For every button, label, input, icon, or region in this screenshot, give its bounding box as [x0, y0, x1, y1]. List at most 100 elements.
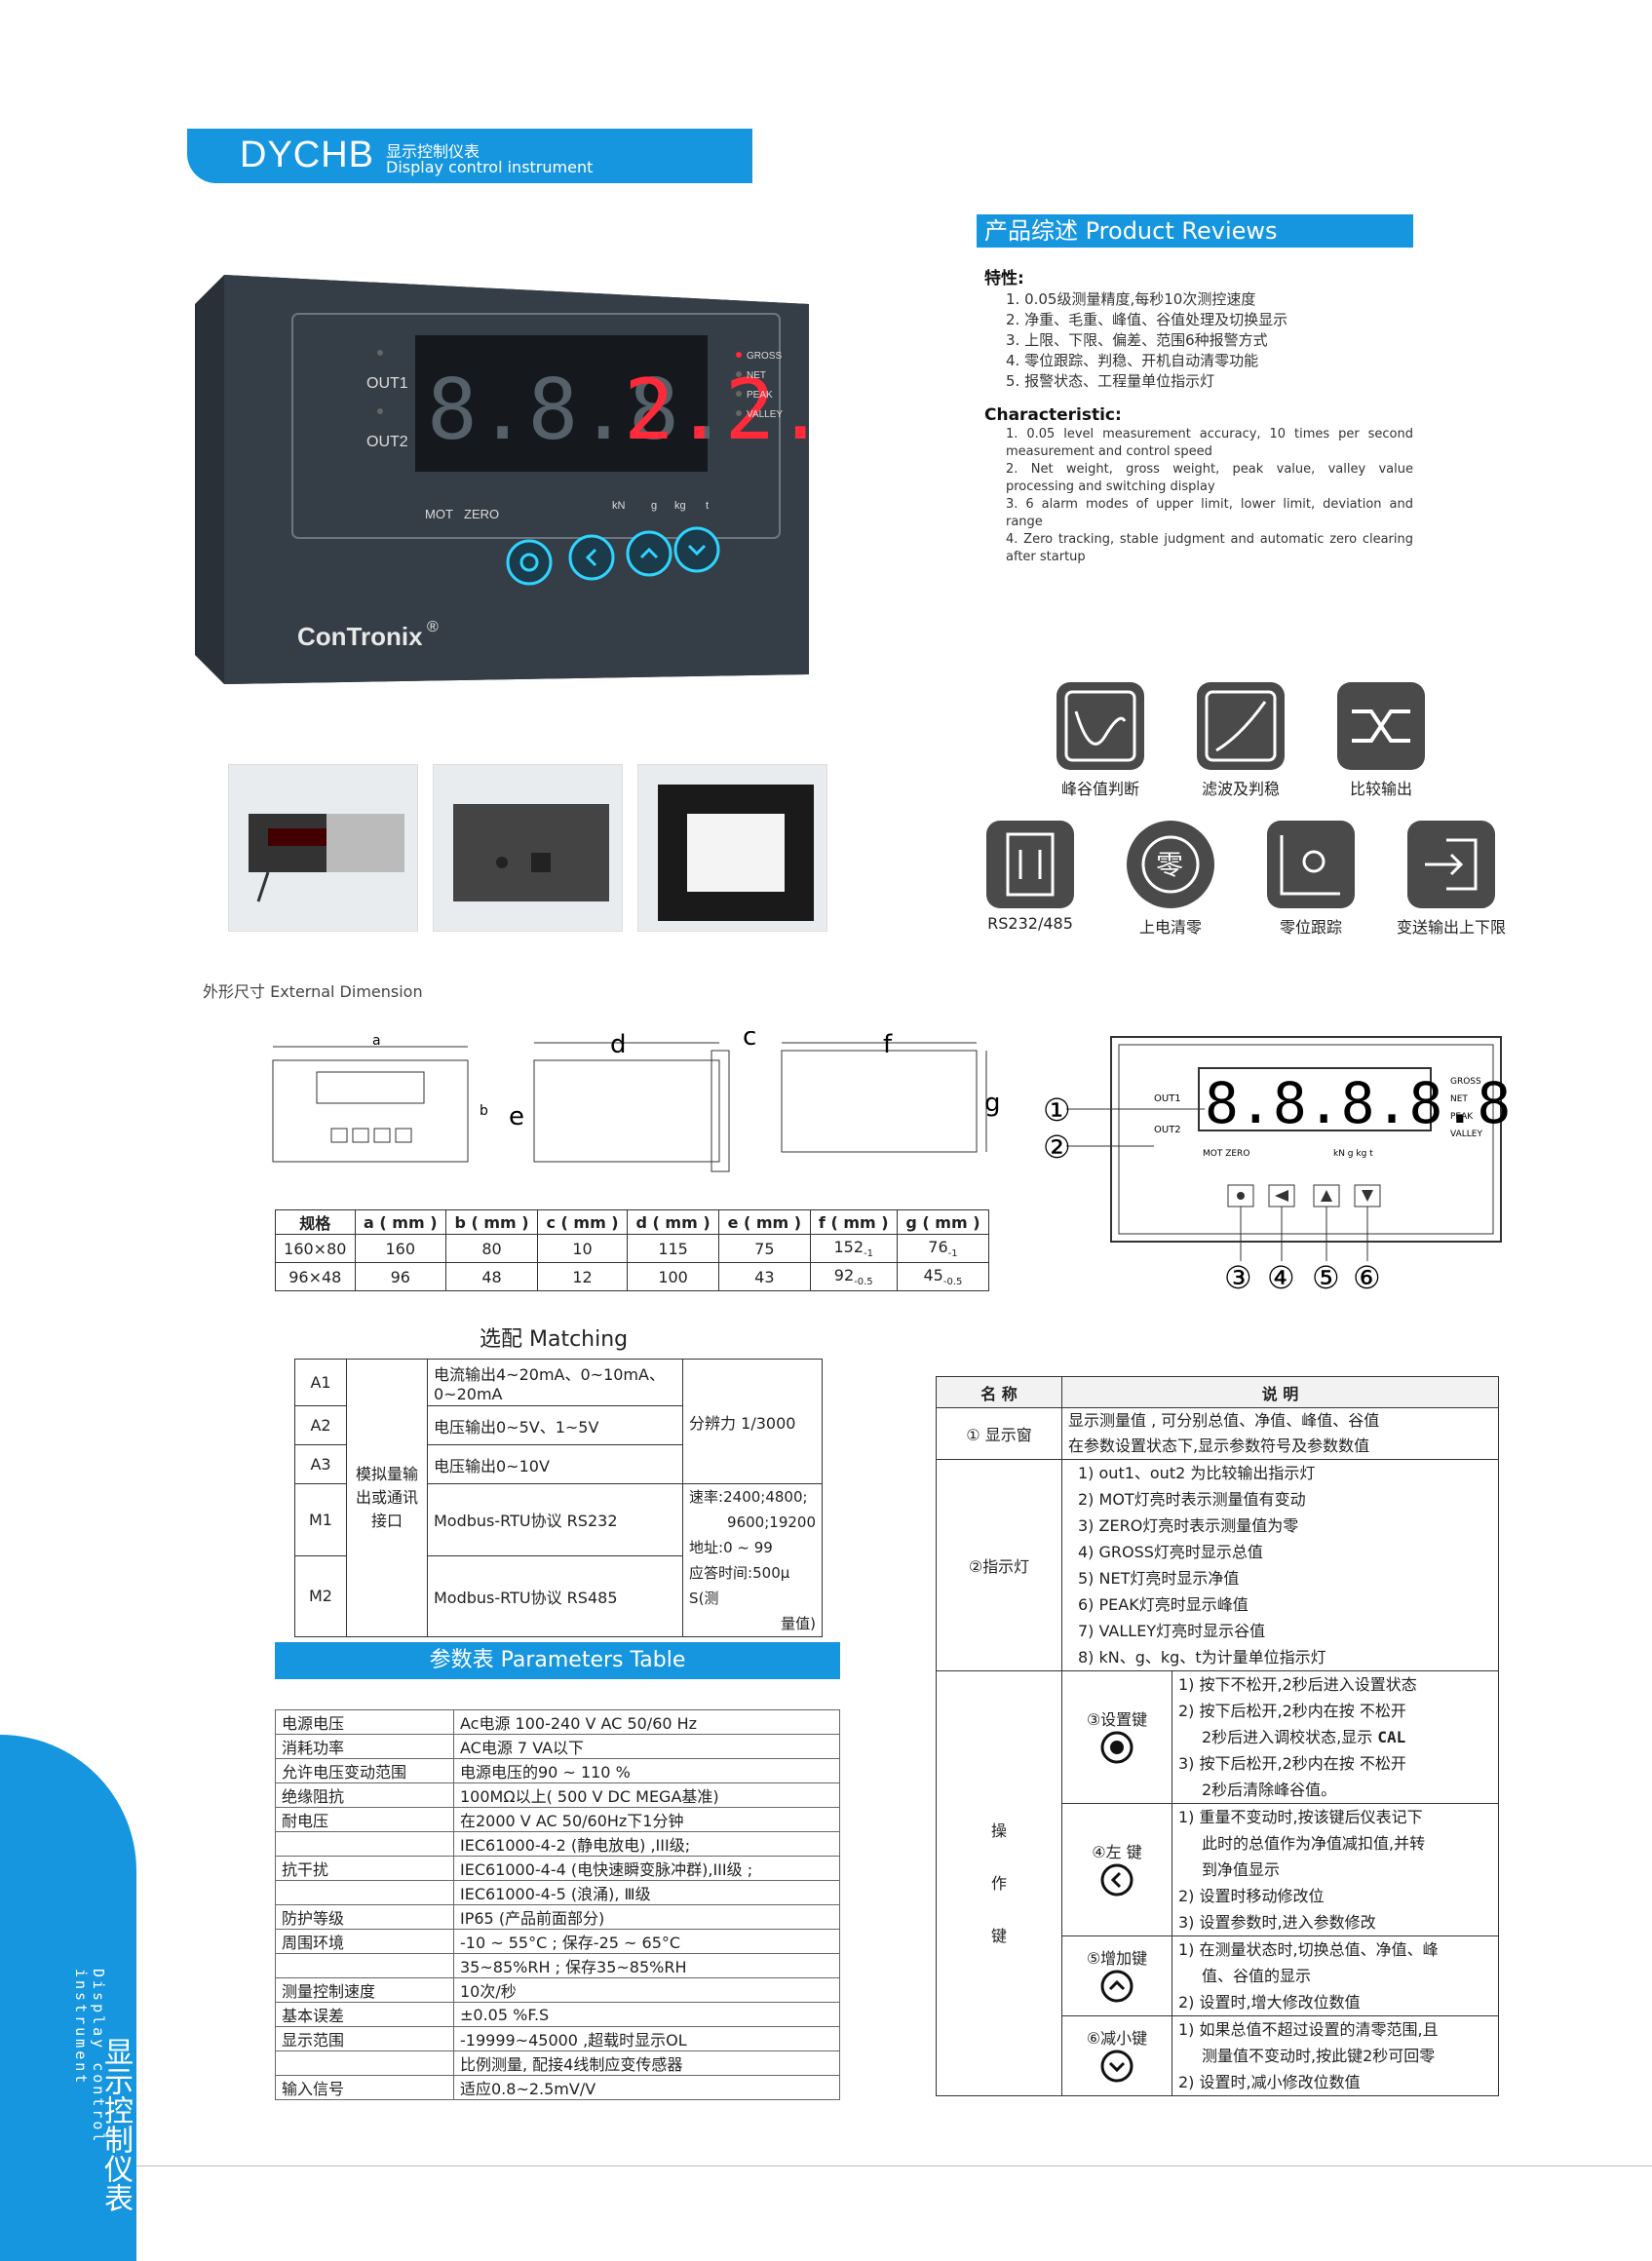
peak-valley-icon — [1057, 682, 1144, 770]
desc-line: 5) NET灯亮时显示净值 — [1078, 1569, 1240, 1588]
table-cell: 抗干扰 — [275, 1856, 454, 1881]
svg-text:零: 零 — [1156, 849, 1183, 881]
table-cell: 绝缘阻抗 — [275, 1782, 454, 1808]
desc-line: 2) 设置时,增大修改位数值 — [1178, 1993, 1361, 2012]
table-cell: 43 — [718, 1262, 811, 1291]
table-cell: IP65 (产品前面部分) — [453, 1904, 840, 1930]
set-key-icon — [1100, 1731, 1133, 1763]
table-row: 显示范围-19999~45000 ,超载时显示OL — [275, 2026, 840, 2051]
callout-3: ③ — [1224, 1259, 1252, 1296]
desc-k3-name: ③设置键 — [1086, 1709, 1148, 1729]
device-unit-kn: kN — [612, 500, 626, 512]
table-cell — [275, 1831, 454, 1857]
table-cell: 160 — [354, 1234, 446, 1263]
desc-line: 1) 按下不松开,2秒后进入设置状态 — [1178, 1675, 1417, 1694]
thumbnail-desktop — [228, 764, 418, 932]
table-cell: 比例测量, 配接4线制应变传感器 — [453, 2050, 840, 2076]
dim-header-f: f ( mm ) — [809, 1209, 898, 1235]
dim-header-c: c ( mm ) — [537, 1209, 629, 1235]
table-cell: 电源电压的90 ~ 110 % — [453, 1758, 840, 1783]
table-cell: IEC61000-4-2 (静电放电) ,III级; — [453, 1831, 840, 1857]
device-unit-t: t — [706, 500, 709, 512]
panel-diagram: 8.8.8.8.8. OUT1 OUT2 MOT ZERO GROSS NET … — [1033, 1033, 1545, 1296]
callout-2: ② — [1043, 1129, 1071, 1166]
panel-led-peak: PEAK — [1450, 1112, 1474, 1122]
feature-5: 5. 报警状态、工程量单位指示灯 — [1006, 372, 1215, 390]
table-cell: 基本误差 — [275, 2002, 454, 2027]
desc-line: 2秒后进入调校状态,显示 — [1202, 1728, 1373, 1746]
desc-line: 2) 设置时,减小修改位数值 — [1178, 2073, 1361, 2091]
side-tab: 显示控制仪表 Display control instrument — [0, 1735, 136, 2261]
desc-line: 2) MOT灯亮时表示测量值有变动 — [1078, 1490, 1306, 1509]
table-cell: A3 — [294, 1444, 347, 1484]
dim-header-d: d ( mm ) — [627, 1209, 720, 1235]
characteristic-title: Characteristic: — [984, 405, 1122, 425]
table-cell: 45-0.5 — [896, 1262, 990, 1291]
table-cell: 152-1 — [809, 1234, 898, 1263]
dim-letter-c: c — [743, 1031, 756, 1052]
table-cell: 48 — [444, 1262, 539, 1291]
table-cell: 100MΩ以上( 500 V DC MEGA基准) — [453, 1782, 840, 1808]
callout-5: ⑤ — [1312, 1259, 1340, 1296]
dim-letter-f: f — [883, 1031, 893, 1059]
desc-line: 3) 按下后松开,2秒内在按 不松开 — [1178, 1754, 1406, 1773]
desc-line: 在参数设置状态下,显示参数符号及参数数值 — [1068, 1437, 1370, 1455]
zero-tracking-icon — [1267, 821, 1355, 908]
table-row: 允许电压变动范围电源电压的90 ~ 110 % — [275, 1758, 840, 1783]
table-cell: 115 — [627, 1234, 720, 1263]
table-cell — [275, 2050, 454, 2076]
down-key-icon — [1100, 2050, 1133, 2082]
power-zero-icon: 零 — [1127, 821, 1214, 908]
desc-k4-name: ④左 键 — [1092, 1842, 1142, 1861]
dimension-title: 外形尺寸 External Dimension — [203, 982, 423, 1001]
features-block: 特性: 1. 0.05级测量精度,每秒10次测控速度 2. 净重、毛重、峰值、谷… — [984, 269, 1413, 566]
bottom-rule — [136, 2165, 1652, 2166]
dimension-table: 规格 a ( mm ) b ( mm ) c ( mm ) d ( mm ) e… — [275, 1209, 990, 1291]
description-table: 名 称 说 明 ① 显示窗 显示测量值 , 可分别总值、净值、峰值、谷值在参数设… — [936, 1376, 1499, 2096]
icon-label-filter: 滤波及判稳 — [1201, 780, 1280, 798]
device-led-peak: PEAK — [747, 390, 773, 401]
left-key-icon — [1100, 1863, 1133, 1896]
desc-r1-name: ① 显示窗 — [936, 1407, 1062, 1460]
table-cell: 100 — [627, 1262, 720, 1291]
matching-note-a: 分辨力 1/3000 — [682, 1359, 823, 1484]
table-cell: 76-1 — [896, 1234, 990, 1263]
table-cell: 10 — [537, 1234, 629, 1263]
transmit-icon — [1407, 821, 1495, 908]
table-row: 输入信号适应0.8~2.5mV/V — [275, 2075, 840, 2100]
filter-icon — [1197, 682, 1285, 770]
device-photo: OUT1 OUT2 8.8.8. 2.2. GROSS NET PEAK VAL… — [195, 265, 826, 684]
device-digits-red: 2.2. — [624, 362, 809, 459]
panel-led-net: NET — [1450, 1094, 1468, 1104]
panel-units: kN g kg t — [1333, 1149, 1373, 1159]
device-led-net: NET — [747, 370, 766, 381]
table-cell: A2 — [294, 1405, 347, 1445]
side-tab-cn: 显示控制仪表 — [98, 2037, 133, 2212]
desc-line: 显示测量值 , 可分别总值、净值、峰值、谷值 — [1068, 1411, 1380, 1430]
table-cell: 允许电压变动范围 — [275, 1758, 454, 1783]
matching-title: 选配 Matching — [480, 1327, 629, 1352]
feature-2: 2. 净重、毛重、峰值、谷值处理及切换显示 — [1006, 311, 1288, 328]
table-cell: 96×48 — [275, 1262, 356, 1291]
icon-label-rs232: RS232/485 — [987, 914, 1073, 933]
table-cell: 35~85%RH ; 保存35~85%RH — [453, 1953, 840, 1978]
desc-k6-name: ⑥减小键 — [1086, 2028, 1148, 2048]
features-title: 特性: — [984, 269, 1024, 288]
table-cell: 92-0.5 — [809, 1262, 898, 1291]
device-mot: MOT — [425, 507, 453, 521]
desc-line: 到净值显示 — [1202, 1860, 1281, 1879]
table-cell — [275, 1880, 454, 1905]
table-cell: Modbus-RTU协议 RS232 — [426, 1483, 684, 1556]
desc-r2-name: ②指示灯 — [936, 1459, 1062, 1671]
table-cell: 96 — [354, 1262, 446, 1291]
desc-line: 测量值不变动时,按此键2秒可回零 — [1202, 2047, 1436, 2065]
table-row: 35~85%RH ; 保存35~85%RH — [275, 1953, 840, 1978]
table-cell: 10次/秒 — [453, 1977, 840, 2003]
